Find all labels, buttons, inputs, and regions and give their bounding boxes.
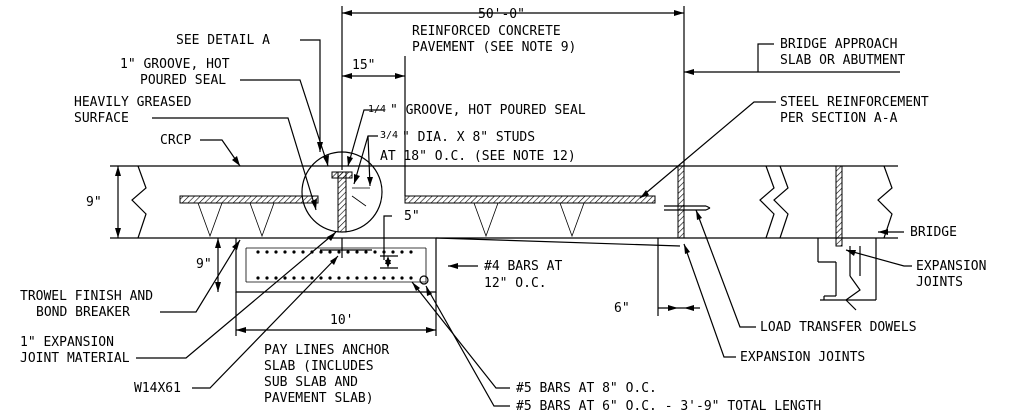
dim-9in-lower-label: 9" [196, 257, 212, 272]
dim-15in-label: 15" [352, 58, 375, 73]
dim-50ft [341, 6, 685, 170]
dim-15in [342, 56, 406, 196]
dim-10ft [235, 292, 437, 336]
expansion-joints-bottom-label: EXPANSION JOINTS [740, 350, 865, 365]
pavement-slab [131, 165, 898, 239]
groove-1in-label-1: 1" GROOVE, HOT [120, 57, 230, 72]
rebar-dot [292, 250, 296, 254]
rebar-dot [400, 276, 404, 280]
dim-50ft-label: 50'-0" [478, 7, 525, 22]
rebar-dot [292, 276, 296, 280]
groove-1in-label-2: POURED SEAL [140, 73, 226, 88]
rebar-dot [364, 250, 368, 254]
w14x61-label: W14X61 [134, 381, 181, 396]
dim-10ft-label: 10' [330, 313, 353, 328]
rebar-dot [400, 250, 404, 254]
rebar-dot [274, 276, 278, 280]
rebar-dot [337, 276, 341, 280]
pay-lines-label-1: PAY LINES ANCHOR [264, 343, 389, 358]
w14x61-beam [320, 171, 372, 258]
pay-lines-label-2: SLAB (INCLUDES [264, 359, 374, 374]
left-reinforcement-plate [179, 195, 319, 238]
see-detail-a-label: SEE DETAIL A [176, 33, 270, 48]
steel-label-1: STEEL REINFORCEMENT [780, 95, 929, 110]
rebar-dot [319, 276, 323, 280]
rebar-dot [328, 250, 332, 254]
pay-lines-label-4: PAVEMENT SLAB) [264, 391, 374, 406]
dim-9in-label: 9" [86, 195, 102, 210]
bridge-label: BRIDGE [910, 225, 957, 240]
rebar-dot [355, 250, 359, 254]
pay-lines-label-3: SUB SLAB AND [264, 375, 358, 390]
rebar-dot [319, 250, 323, 254]
rebar-dot [265, 250, 269, 254]
dim-9in-left [110, 165, 138, 239]
rebar-dot [391, 250, 395, 254]
rebar-dot [310, 276, 314, 280]
dim-9in-lower [215, 238, 221, 292]
bridge-structure [817, 165, 877, 311]
rebar-dot [283, 276, 287, 280]
rebar-dot [409, 250, 413, 254]
rebar-dot [283, 250, 287, 254]
rebar-dot [409, 276, 413, 280]
expansion-joints-right-label-2: JOINTS [916, 275, 963, 290]
rebar-dot [256, 250, 260, 254]
trowel-label-2: BOND BREAKER [36, 305, 130, 320]
rebar-dot [373, 276, 377, 280]
steel-label-2: PER SECTION A-A [780, 111, 898, 126]
bridge-approach-label-1: BRIDGE APPROACH [780, 37, 897, 52]
crcp-label: CRCP [160, 133, 191, 148]
rebar-dot [382, 276, 386, 280]
studs-frac-label: 3/4 [380, 130, 398, 141]
rebar-dots [256, 250, 413, 280]
rebar-dot [274, 250, 278, 254]
rebar-dot [328, 276, 332, 280]
rebar-dot [355, 276, 359, 280]
expansion-joints-right-label-1: EXPANSION [916, 259, 986, 274]
pavement-expansion-joint [664, 165, 711, 239]
rebar-dot [337, 250, 341, 254]
bars5-8-label: #5 BARS AT 8" O.C. [516, 381, 657, 396]
dim-6in-label: 6" [614, 301, 630, 316]
trowel-label-1: TROWEL FINISH AND [20, 289, 153, 304]
greased-label-1: HEAVILY GREASED [74, 95, 192, 110]
rebar-dot [373, 250, 377, 254]
rebar-dot [346, 276, 350, 280]
rebar-dot [301, 250, 305, 254]
rebar-dot [301, 276, 305, 280]
expansion-material-label-1: 1" EXPANSION [20, 335, 114, 350]
right-reinforcement-plate [404, 195, 656, 238]
bars4-label-2: 12" O.C. [484, 276, 547, 291]
rebar-dot [391, 276, 395, 280]
dim-5in-label: 5" [404, 209, 420, 224]
rebar-dot [256, 276, 260, 280]
bridge-approach-label-2: SLAB OR ABUTMENT [780, 53, 905, 68]
studs-label-2: AT 18" O.C. (SEE NOTE 12) [380, 149, 576, 164]
greased-label-2: SURFACE [74, 111, 129, 126]
rebar-dot [265, 276, 269, 280]
studs-label-1: " DIA. X 8" STUDS [402, 130, 535, 145]
load-transfer-label: LOAD TRANSFER DOWELS [760, 320, 917, 335]
bars4-label-1: #4 BARS AT [484, 259, 562, 274]
quarter-groove-label: " GROOVE, HOT POURED SEAL [390, 103, 586, 118]
expansion-material-label-2: JOINT MATERIAL [20, 351, 130, 366]
reinforced-label-2: PAVEMENT (SEE NOTE 9) [412, 40, 576, 55]
rebar-dot [364, 276, 368, 280]
rebar-dot [346, 250, 350, 254]
bars5-6-label: #5 BARS AT 6" O.C. - 3'-9" TOTAL LENGTH [516, 399, 821, 414]
reinforced-label-1: REINFORCED CONCRETE [412, 24, 561, 39]
